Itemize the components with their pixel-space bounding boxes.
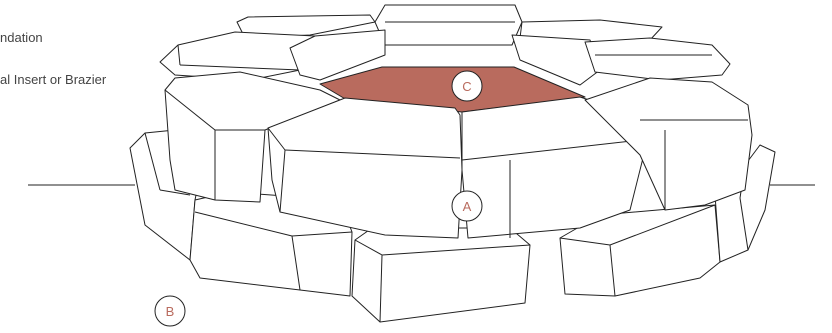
callout-c: C [452, 71, 482, 101]
block-bottom-front [352, 228, 530, 322]
callout-a-label: A [463, 199, 472, 214]
callout-b-label: B [166, 304, 175, 319]
callout-b: B [155, 296, 185, 326]
callout-c-label: C [462, 79, 471, 94]
block-back-center [375, 5, 522, 45]
block-back-right [585, 38, 730, 80]
callout-a: A [452, 191, 482, 221]
